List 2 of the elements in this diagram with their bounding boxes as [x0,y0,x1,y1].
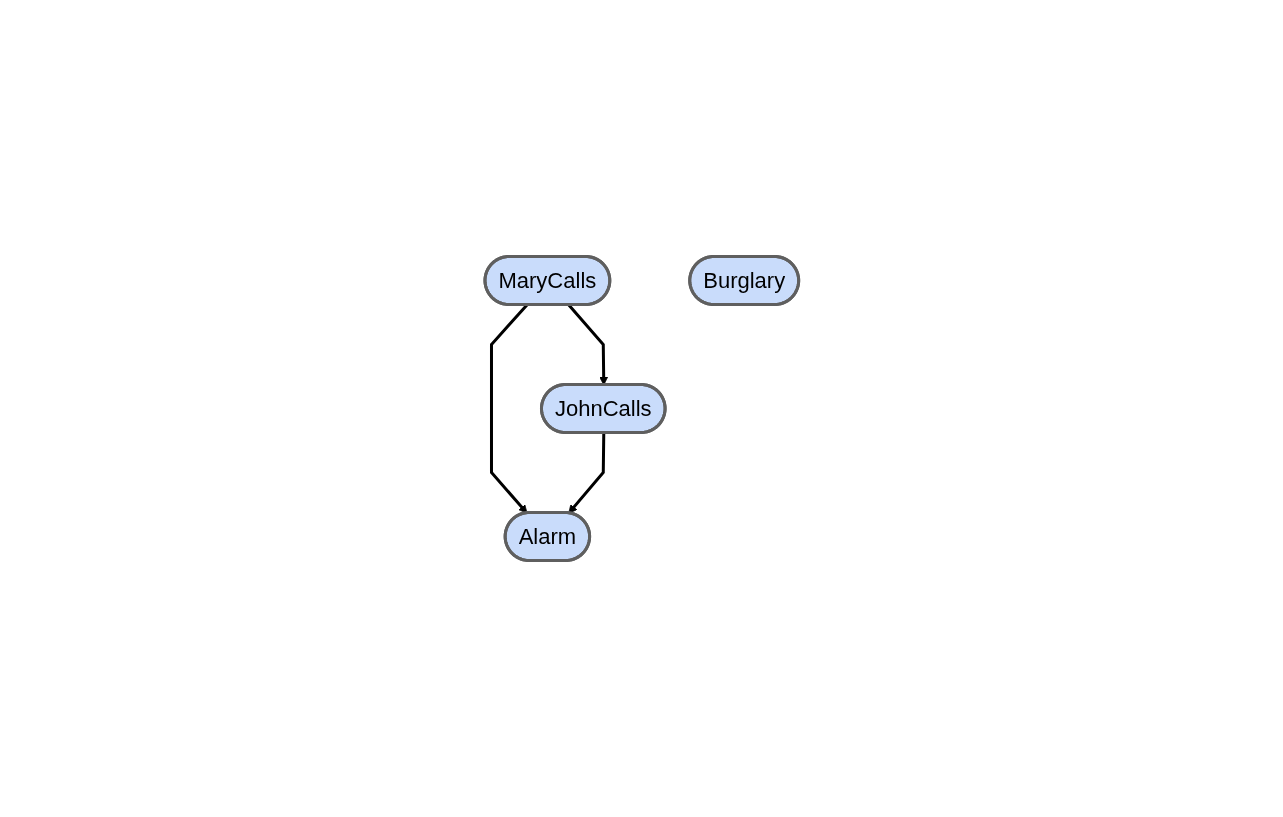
arrow [489,304,528,514]
arrow [568,432,605,514]
